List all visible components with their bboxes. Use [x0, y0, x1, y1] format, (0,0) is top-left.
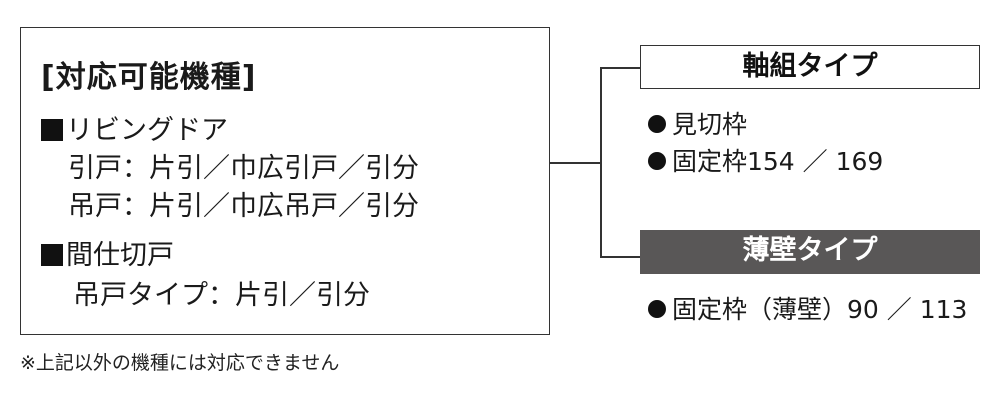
section-living-door: リビングドア [41, 108, 228, 147]
thin-wall-item-label: 固定枠（薄壁）90 ／ 113 [672, 295, 968, 324]
circle-bullet-icon [648, 300, 666, 318]
type-box-framework: 軸組タイプ [640, 45, 980, 89]
square-bullet-icon [41, 119, 63, 141]
type-box-thin-wall: 薄壁タイプ [640, 230, 980, 274]
circle-bullet-icon [648, 152, 666, 170]
framework-item-label: 見切枠 [672, 110, 748, 139]
square-bullet-icon [41, 244, 63, 266]
living-door-row-hanging: 吊戸：片引／巾広吊戸／引分 [68, 191, 419, 222]
compatible-models-box: [対応可能機種] リビングドア 引戸：片引／巾広引戸／引分 吊戸：片引／巾広吊戸… [20, 27, 550, 335]
section-title-partition-door: 間仕切戸 [66, 240, 174, 271]
framework-item-trim-frame: 見切枠 [648, 105, 747, 141]
connector-vertical [600, 67, 602, 257]
connector-stem [550, 162, 600, 164]
circle-bullet-icon [648, 115, 666, 133]
footnote: ※上記以外の機種には対応できません [20, 352, 340, 374]
section-title-living-door: リビングドア [66, 115, 228, 146]
framework-item-label: 固定枠154 ／ 169 [672, 147, 884, 176]
connector-branch-top [600, 67, 640, 69]
partition-door-row-hanging: 吊戸タイプ：片引／引分 [73, 280, 370, 311]
connector-branch-bottom [600, 256, 640, 258]
section-partition-door: 間仕切戸 [41, 233, 174, 272]
thin-wall-item-fixed-frame: 固定枠（薄壁）90 ／ 113 [648, 290, 967, 326]
compatible-models-heading: [対応可能機種] [41, 60, 257, 95]
framework-item-fixed-frame: 固定枠154 ／ 169 [648, 142, 883, 178]
living-door-row-sliding: 引戸：片引／巾広引戸／引分 [68, 153, 419, 184]
